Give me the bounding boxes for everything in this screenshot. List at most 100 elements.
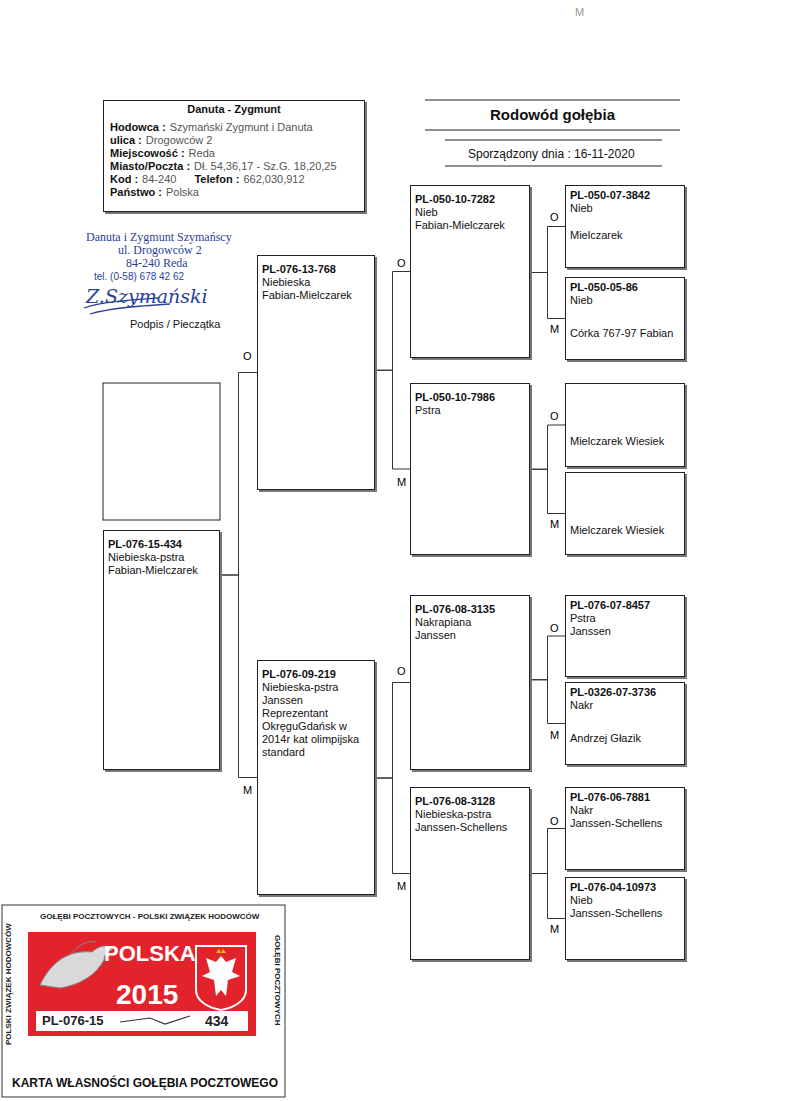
bird-info: Andrzej Głazik	[570, 732, 680, 745]
bird-info: Reprezentant OkręguGdańsk w 2014r kat ol…	[262, 707, 370, 759]
card-text: KARTA WŁASNOŚCI GOŁĘBIA POCZTOWEGO	[12, 1076, 278, 1091]
pedigree-box: Mielczarek Wiesiek	[565, 383, 685, 467]
pedigree-box: PL-050-07-3842NiebMielczarek	[565, 185, 685, 268]
pedigree-connector	[375, 683, 410, 779]
stamp-text: tel. (0-58) 678 42 62	[94, 270, 184, 283]
emblem-shield	[196, 946, 246, 1010]
field-value: Szymański Zygmunt i Danuta	[170, 121, 313, 134]
card-number-strip	[36, 1011, 248, 1031]
pedigree-connector	[530, 636, 565, 680]
bird-info: Fabian-Mielczarek	[108, 564, 215, 577]
ring-number: PL-076-07-8457	[570, 599, 680, 612]
pedigree-title: Rodowód gołębia	[425, 106, 680, 124]
pedigree-connector	[375, 370, 410, 469]
pedigree-box: PL-076-13-768NiebieskaFabian-Mielczarek	[257, 255, 375, 490]
card-text: POLSKA	[104, 941, 196, 967]
pen-mark	[120, 1016, 190, 1024]
bird-info: Nakrapiana	[415, 616, 525, 629]
bird-info: Niebieska-pstra	[262, 681, 370, 694]
bird-info: Janssen	[570, 625, 680, 638]
ring-number: PL-050-10-7282	[415, 193, 525, 206]
bird-info: Nakr	[570, 804, 680, 817]
field-label: Państwo :	[110, 186, 162, 199]
bird-info: Fabian-Mielczarek	[415, 219, 525, 232]
dove-wing	[70, 942, 96, 955]
parent-mark: O	[243, 350, 252, 363]
pedigree-box: PL-050-10-7282NiebFabian-Mielczarek	[410, 185, 530, 358]
ring-number: PL-050-07-3842	[570, 189, 680, 202]
field-value: 84-240	[142, 173, 176, 186]
pedigree-box: PL-076-09-219Niebieska-pstraJanssenRepre…	[257, 660, 375, 895]
pedigree-connector	[220, 575, 257, 778]
ring-number: PL-076-08-3128	[415, 795, 525, 808]
parent-mark: O	[397, 665, 406, 678]
rule-line	[425, 100, 680, 101]
bird-info: Janssen-Schellens	[570, 817, 680, 830]
card-red-panel	[28, 932, 256, 1036]
pedigree-box: PL-050-10-7986Pstra	[410, 383, 530, 555]
bird-info: Janssen	[262, 694, 370, 707]
stamp-text: Danuta i Zygmunt Szymańscy	[86, 231, 232, 244]
card-text: 434	[205, 1013, 228, 1029]
bird-info: Pstra	[415, 404, 525, 417]
eagle-emblem	[202, 956, 240, 996]
rule-line	[445, 140, 662, 141]
date-line: Sporządzony dnia : 16-11-2020	[468, 147, 635, 161]
handwritten-mark: M	[575, 6, 584, 19]
bird-info: Niebieska-pstra	[415, 808, 525, 821]
card-text: GOŁĘBI POCZTOWYCH	[272, 935, 282, 1026]
ring-number: PL-076-15-434	[108, 538, 215, 551]
ring-number: PL-076-13-768	[262, 263, 370, 276]
card-text: PL-076-15	[42, 1013, 103, 1029]
pedigree-box: PL-076-04-10973NiebJanssen-Schellens	[565, 877, 685, 960]
field-label: Hodowca :	[110, 121, 166, 134]
bird-info: Niebieska	[262, 276, 370, 289]
breeder-row: ulica :Drogowców 2	[110, 134, 358, 147]
pedigree-connector	[375, 272, 410, 371]
field-value: Dł. 54,36,17 - Sz.G. 18,20,25	[194, 160, 336, 173]
pedigree-connector	[530, 273, 565, 319]
ring-number: PL-076-04-10973	[570, 881, 680, 894]
pedigree-connector	[530, 829, 565, 874]
ring-number: PL-0326-07-3736	[570, 686, 680, 699]
stamp-text: ul. Drogowców 2	[118, 244, 202, 257]
ring-number: PL-076-08-3135	[415, 603, 525, 616]
pedigree-connector	[530, 227, 565, 273]
breeder-row: Hodowca : Szymański Zygmunt i Danuta	[110, 121, 358, 134]
bird-info: Nieb	[570, 202, 680, 215]
photo-box	[103, 383, 220, 520]
signature: Z.Szymański	[86, 285, 208, 307]
parent-mark: M	[550, 518, 559, 531]
breeder-row: Miasto/Poczta :Dł. 54,36,17 - Sz.G. 18,2…	[110, 160, 358, 173]
pedigree-box: PL-076-07-8457PstraJanssen	[565, 595, 685, 677]
pedigree-connector	[530, 680, 565, 724]
pedigree-connector	[530, 874, 565, 919]
breeder-row: Kod :84-240Telefon :662,030,912	[110, 173, 358, 186]
field-value: 662,030,912	[243, 173, 304, 186]
pedigree-connector	[530, 425, 565, 469]
card-text: POLSKI ZWIĄZEK HODOWCÓW	[4, 923, 14, 1045]
bird-info: Mielczarek Wiesiek	[570, 524, 680, 537]
pedigree-box: Mielczarek Wiesiek	[565, 472, 685, 555]
bird-info: Córka 767-97 Fabian	[570, 327, 680, 340]
bird-info: Mielczarek Wiesiek	[570, 435, 680, 448]
parent-mark: M	[243, 784, 252, 797]
parent-mark: O	[550, 211, 559, 224]
pedigree-connector	[220, 373, 257, 576]
field-label: Miejscowość :	[110, 147, 185, 160]
ring-number: PL-050-05-86	[570, 281, 680, 294]
pedigree-box: PL-076-08-3135NakrapianaJanssen	[410, 595, 530, 770]
parent-mark: O	[397, 257, 406, 270]
field-label: Telefon :	[194, 173, 239, 186]
bird-info: Nakr	[570, 699, 680, 712]
bird-info: Janssen	[415, 629, 525, 642]
dove-figure	[40, 946, 112, 988]
pedigree-box: PL-050-05-86NiebCórka 767-97 Fabian	[565, 277, 685, 360]
pedigree-box: PL-076-06-7881NakrJanssen-Schellens	[565, 787, 685, 870]
parent-mark: M	[550, 323, 559, 336]
bird-info: Nieb	[415, 206, 525, 219]
card-text: 2015	[116, 979, 178, 1011]
parent-mark: O	[550, 410, 559, 423]
bird-info: Pstra	[570, 612, 680, 625]
pedigree-box: PL-076-15-434Niebieska-pstraFabian-Mielc…	[103, 530, 220, 770]
